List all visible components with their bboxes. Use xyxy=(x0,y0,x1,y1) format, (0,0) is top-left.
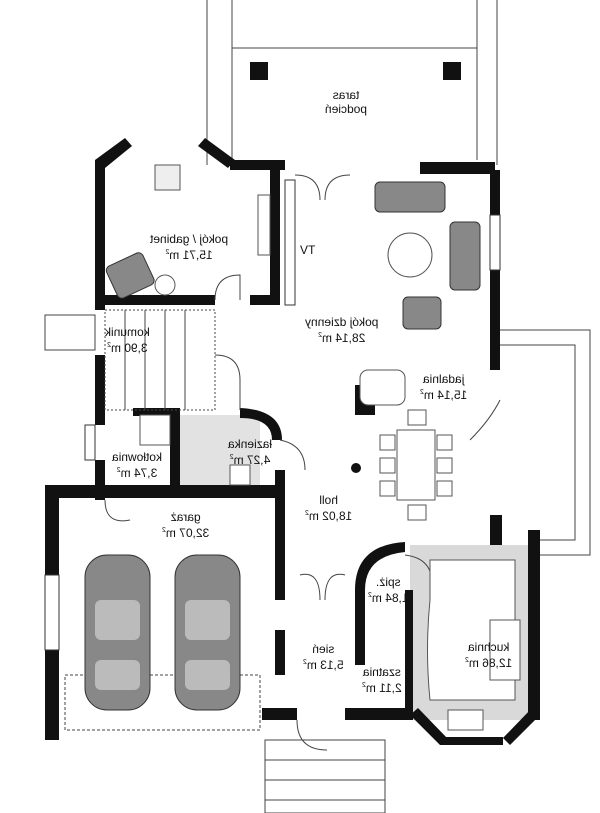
room-area: 12,86 m xyxy=(468,656,513,670)
room-name: łazienka xyxy=(228,437,273,451)
room-label-sien: sień 5,13 m2 xyxy=(303,642,344,672)
room-area: 3,74 m xyxy=(120,466,158,480)
room-area: 1,84 m xyxy=(371,591,409,605)
area-unit: 2 xyxy=(362,682,366,689)
area-unit: 2 xyxy=(368,592,372,599)
cars xyxy=(84,554,241,711)
room-area: 4,27 m xyxy=(233,453,271,467)
room-area: 15,71 m xyxy=(169,248,213,262)
room-name: kuchnia xyxy=(467,640,510,654)
area-unit: 2 xyxy=(116,467,121,474)
room-name: jadalnia xyxy=(422,372,465,386)
room-area: 2,11 m xyxy=(365,681,402,695)
room-area: 3,90 m xyxy=(110,341,148,355)
room-label-komunik: komunik 3,90 m2 xyxy=(105,325,150,355)
area-unit: 2 xyxy=(318,332,322,339)
room-name-line2: podcień xyxy=(325,102,368,116)
area-unit: 2 xyxy=(305,510,309,517)
room-area: 28,14 m xyxy=(321,331,366,345)
room-name: spiż. xyxy=(375,575,401,589)
room-label-spiz: spiż. 1,84 m2 xyxy=(368,575,409,605)
room-label-jadalnia: jadalnia 15,14 m2 xyxy=(420,372,467,402)
room-label-kotlownia: kotłownia 3,74 m2 xyxy=(112,450,162,480)
room-label-gabinet: pokój / gabinet 15,71 m2 xyxy=(150,232,228,262)
room-name: kotłownia xyxy=(112,450,163,464)
area-unit: 2 xyxy=(303,659,307,666)
area-unit: 2 xyxy=(162,527,166,534)
room-area: 32,07 m xyxy=(165,526,210,540)
terrace-outline xyxy=(206,0,498,165)
room-area: 5,13 m xyxy=(306,658,344,672)
terrace-column xyxy=(250,62,268,80)
room-area: 18,02 m xyxy=(308,509,353,523)
room-label-lazienka: łazienka 4,27 m2 xyxy=(228,437,272,467)
room-label-garaz: garaż 32,07 m2 xyxy=(162,510,209,540)
walls xyxy=(45,138,540,745)
room-label-dzienny: pokój dzienny 28,14 m2 xyxy=(305,315,378,345)
furniture xyxy=(105,164,521,731)
area-unit: 2 xyxy=(229,454,234,461)
windows xyxy=(44,179,501,651)
room-name: taras xyxy=(332,88,360,102)
stairs xyxy=(104,309,241,411)
room-label-szatnia: szatnia 2,11 m2 xyxy=(362,665,402,695)
room-name: komunik xyxy=(105,325,150,339)
terrace-column xyxy=(443,62,461,80)
room-name: pokój / gabinet xyxy=(150,232,229,246)
room-name: TV xyxy=(300,243,316,257)
room-label-holl: holl 18,02 m2 xyxy=(305,493,352,523)
room-area: 15,14 m xyxy=(423,388,468,402)
room-label-kuchnia: kuchnia 12,86 m2 xyxy=(465,640,512,670)
room-name: sień xyxy=(312,642,335,656)
area-unit: 2 xyxy=(165,249,170,256)
room-name: szatnia xyxy=(362,665,401,679)
room-label-tv: TV xyxy=(300,243,315,257)
area-unit: 2 xyxy=(420,389,424,396)
area-unit: 2 xyxy=(465,657,469,664)
room-name: pokój dzienny xyxy=(305,315,379,329)
room-name: garaż xyxy=(170,510,201,524)
doors xyxy=(44,174,591,813)
area-unit: 2 xyxy=(107,342,111,349)
room-name: holl xyxy=(319,493,338,507)
